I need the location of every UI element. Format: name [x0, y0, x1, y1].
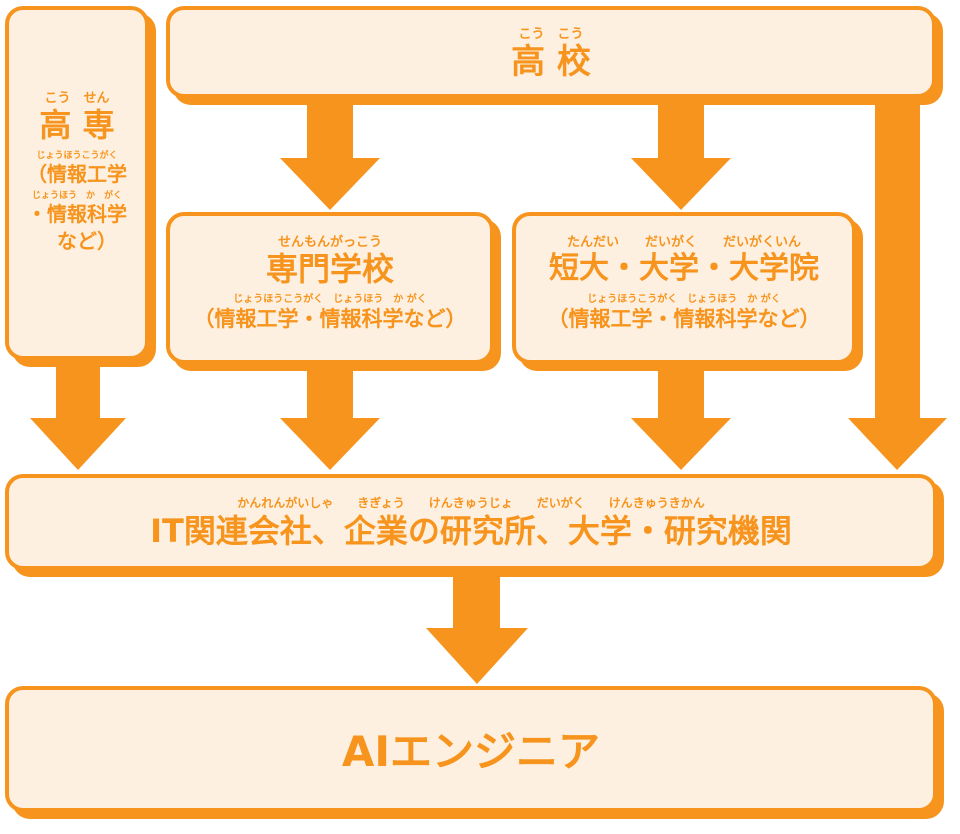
node-koukou: こう こう 高 校: [166, 6, 936, 98]
node-tandai-sub-ruby: じょうほうこうがく じょうほう か がく: [587, 294, 781, 305]
arrow-koukou-tandai: [631, 100, 731, 210]
node-kousen: こう せん 高 専 じょうほうこうがく （情報工学 じょうほう か がく ・情報…: [5, 6, 149, 360]
node-kousen-line2: （情報工学: [27, 162, 127, 186]
node-senmon: せんもんがっこう 専門学校 じょうほうこうがく じょうほう か がく （情報工学…: [166, 212, 494, 364]
node-senmon-sub-ruby: じょうほうこうがく じょうほう か がく: [233, 294, 427, 305]
node-kousen-line4: など）: [57, 229, 117, 253]
node-kigyou-ruby: かんれんがいしゃ きぎょう けんきゅうじょ だいがく けんきゅうきかん: [237, 496, 705, 510]
arrow-kigyou-engineer: [426, 573, 528, 684]
node-tandai-title: 短大・大学・大学院: [549, 251, 819, 286]
node-koukou-title: 高 校: [511, 42, 591, 82]
node-engineer: AIエンジニア: [5, 686, 937, 812]
node-kousen-title: 高 専: [39, 106, 115, 144]
arrow-kousen-kigyou: [30, 362, 126, 470]
node-kousen-ruby2: じょうほうこうがく: [36, 151, 118, 161]
node-tandai-sub: （情報工学・情報科学など）: [547, 307, 821, 331]
node-kousen-ruby3: じょうほう か がく: [31, 191, 122, 201]
arrow-tandai-kigyou: [631, 365, 731, 470]
node-kigyou-title: IT関連会社、企業の研究所、大学・研究機関: [150, 512, 792, 550]
arrow-koukou-senmon: [280, 100, 380, 210]
node-koukou-ruby: こう こう: [518, 27, 584, 42]
node-engineer-title: AIエンジニア: [341, 727, 601, 776]
node-tandai: たんだい だいがく だいがくいん 短大・大学・大学院 じょうほうこうがく じょう…: [512, 212, 856, 364]
node-kousen-ruby: こう せん: [44, 91, 110, 106]
arrow-koukou-kigyou: [848, 100, 947, 470]
node-kigyou: かんれんがいしゃ きぎょう けんきゅうじょ だいがく けんきゅうきかん IT関連…: [5, 474, 937, 570]
node-senmon-ruby: せんもんがっこう: [277, 235, 382, 250]
node-senmon-title: 専門学校: [265, 250, 394, 288]
node-kousen-line3: ・情報科学: [27, 202, 127, 226]
node-senmon-sub: （情報工学・情報科学など）: [193, 307, 467, 331]
node-tandai-ruby: たんだい だいがく だいがくいん: [566, 235, 801, 250]
arrow-senmon-kigyou: [280, 365, 380, 470]
